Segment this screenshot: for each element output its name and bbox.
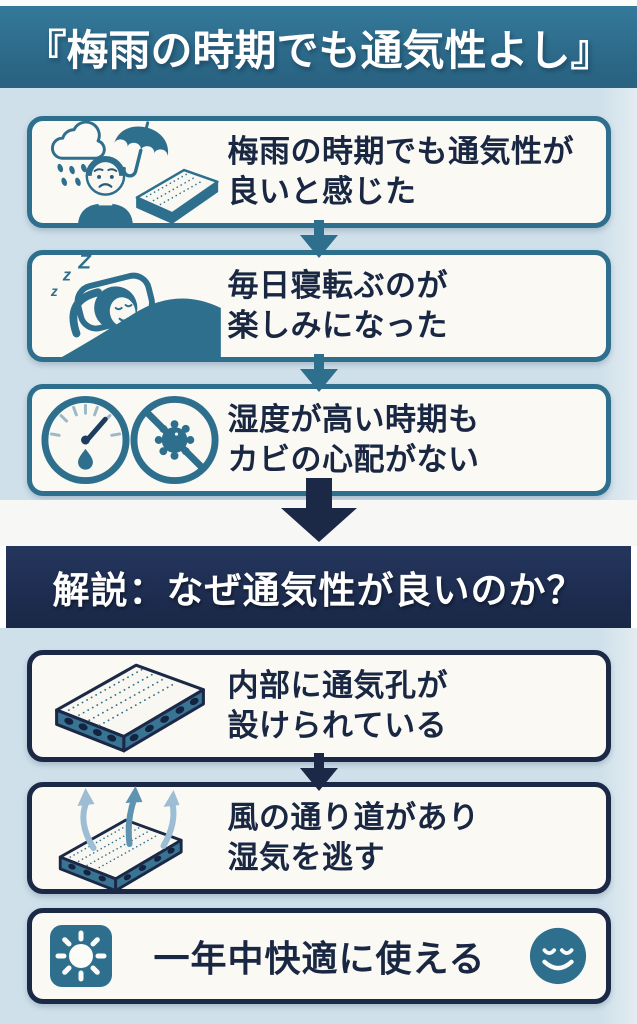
mattress-icon bbox=[135, 168, 219, 224]
humidity-icon-cluster bbox=[32, 388, 228, 492]
explanation-text-2: 風の通り道があり 湿気を逃す bbox=[228, 798, 606, 877]
top-margin-strip bbox=[0, 0, 637, 6]
ventilated-mattress-icon bbox=[54, 663, 205, 753]
big-down-arrow-icon bbox=[273, 478, 365, 549]
explanation-card-comfort: 一年中快適に使える bbox=[26, 908, 611, 1004]
humidity-gauge-icon bbox=[40, 395, 130, 485]
testimonial-1-line1: 梅雨の時期でも通気性が bbox=[227, 134, 574, 170]
testimonial-1-line2: 良いと感じた bbox=[227, 174, 417, 209]
section-divider-band bbox=[0, 478, 637, 546]
testimonial-2-line2: 楽しみになった bbox=[227, 308, 448, 343]
sleeping-person-icon: z z Z bbox=[49, 251, 221, 361]
no-mold-icon bbox=[129, 395, 219, 485]
flow-connector bbox=[0, 354, 637, 392]
sun-icon bbox=[49, 925, 112, 987]
flow-connector bbox=[0, 220, 637, 258]
vent-holes-icon-cluster bbox=[32, 653, 228, 759]
explanation-text-1: 内部に通気孔が 設けられている bbox=[228, 666, 606, 745]
smiley-face-icon bbox=[529, 927, 586, 985]
testimonial-text-1: 梅雨の時期でも通気性が 良いと感じた bbox=[228, 132, 606, 211]
explanation-card-airflow: 風の通り道があり 湿気を逃す bbox=[26, 782, 611, 894]
rainy-season-icon-cluster bbox=[32, 117, 228, 227]
explanation-title: 解説：なぜ通気性が良いのか？ bbox=[52, 570, 585, 611]
explanation-banner: 解説：なぜ通気性が良いのか？ bbox=[6, 546, 631, 628]
testimonial-text-3: 湿度が高い時期も カビの心配がない bbox=[228, 400, 606, 479]
explanation-3-text: 一年中快適に使える bbox=[153, 938, 486, 979]
page-title: 『梅雨の時期でも通気性よし』 bbox=[24, 26, 613, 74]
testimonial-2-line1: 毎日寝転ぶのが bbox=[227, 268, 448, 304]
testimonial-3-line2: カビの心配がない bbox=[227, 442, 480, 477]
sleep-icon-cluster: z z Z bbox=[32, 251, 228, 361]
testimonial-text-2: 毎日寝転ぶのが 楽しみになった bbox=[228, 266, 606, 345]
down-arrow-icon bbox=[299, 753, 338, 791]
flow-connector bbox=[0, 753, 637, 791]
down-arrow-icon bbox=[299, 220, 338, 258]
testimonial-3-line1: 湿度が高い時期も bbox=[227, 402, 480, 438]
sad-person-icon bbox=[77, 156, 133, 227]
airflow-icon-cluster bbox=[32, 784, 228, 892]
explanation-1-line1: 内部に通気孔が bbox=[227, 668, 448, 704]
airflow-mattress-icon bbox=[58, 786, 183, 892]
down-arrow-icon bbox=[299, 354, 338, 392]
zzz-text: z bbox=[61, 265, 71, 284]
rain-cloud-icon bbox=[50, 120, 106, 186]
testimonial-section: 梅雨の時期でも通気性が 良いと感じた z z Z bbox=[0, 88, 637, 500]
humidity-illustration bbox=[40, 395, 219, 485]
airflow-arrows-icon bbox=[77, 786, 179, 851]
testimonial-card-no-mold: 湿度が高い時期も カビの心配がない bbox=[26, 384, 611, 496]
explanation-2-line1: 風の通り道があり bbox=[227, 800, 480, 836]
zzz-text: Z bbox=[77, 251, 92, 274]
testimonial-card-sleep: z z Z 毎日寝転ぶのが 楽しみになった bbox=[26, 250, 611, 362]
testimonial-card-ventilation: 梅雨の時期でも通気性が 良いと感じた bbox=[26, 116, 611, 228]
card-gap bbox=[0, 894, 637, 908]
title-banner: 『梅雨の時期でも通気性よし』 bbox=[0, 6, 637, 88]
explanation-section: 内部に通気孔が 設けられている bbox=[0, 628, 637, 1024]
zzz-text: z bbox=[49, 284, 57, 299]
explanation-1-line2: 設けられている bbox=[227, 708, 448, 743]
rainy-season-illustration bbox=[50, 120, 219, 227]
explanation-card-vent-holes: 内部に通気孔が 設けられている bbox=[26, 650, 611, 762]
explanation-2-line2: 湿気を逃す bbox=[227, 840, 385, 875]
